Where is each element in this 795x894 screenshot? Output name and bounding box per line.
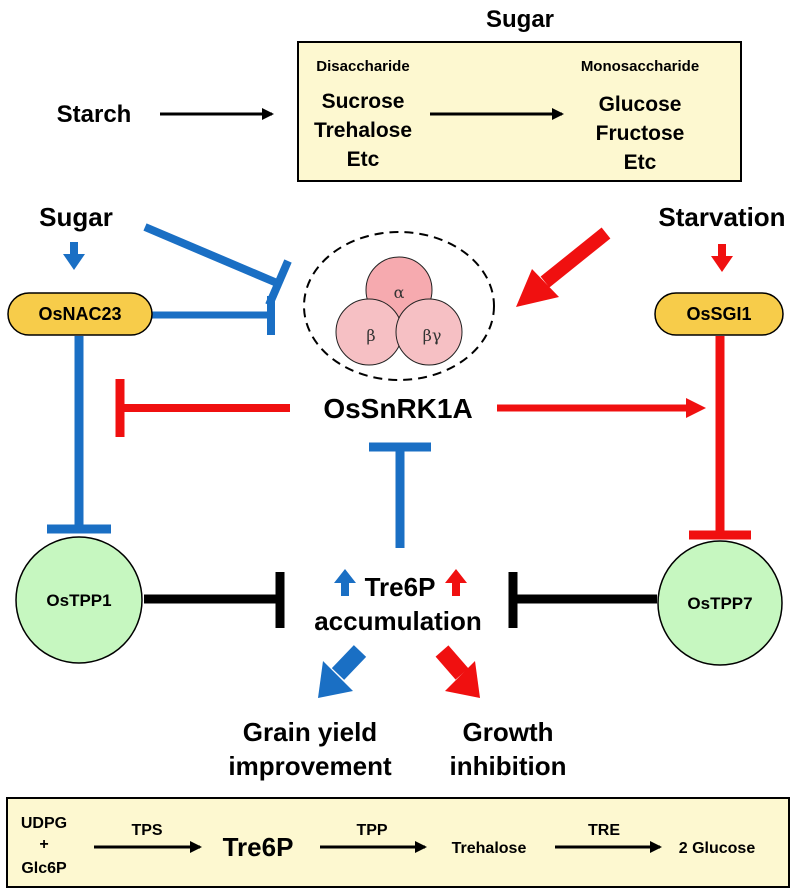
starvation-activates-snrk1-head [516, 269, 559, 307]
starvation-activates-snrk1-shaft [540, 227, 611, 288]
tps-enzyme-label: TPS [131, 822, 162, 839]
grain-yield-label: Grain yield [243, 717, 377, 747]
tre6p-up-blue-icon [334, 569, 356, 596]
beta-subunit-label: β [366, 326, 375, 345]
disaccharide-trehalose: Trehalose [314, 119, 412, 142]
snrk1-complex-boundary [303, 231, 495, 381]
disaccharide-sucrose: Sucrose [322, 90, 405, 113]
starvation-signal-label: Starvation [658, 202, 785, 232]
plus-label: + [39, 836, 48, 853]
ossgi1-label: OsSGI1 [686, 304, 751, 324]
ossnrk1a-label: OsSnRK1A [323, 393, 472, 424]
sugar-inhibits-snrk1-line [143, 223, 279, 287]
tre6p-to-grain-yield-head [318, 661, 353, 698]
disaccharide-header: Disaccharide [316, 58, 409, 75]
sugar-to-osnac23-arrow-shaft [70, 242, 78, 256]
alpha-subunit-label: α [394, 283, 405, 302]
ostpp7-label: OsTPP7 [687, 594, 752, 613]
ostpp7-node [657, 540, 783, 666]
snrk1-betagamma-subunit [395, 298, 463, 366]
monosaccharide-fructose: Fructose [596, 122, 685, 145]
betagamma-subunit-label: βγ [423, 326, 442, 345]
trehalose-pathway-box [6, 797, 790, 888]
tre6p-to-growth-inhibition-head [445, 661, 480, 698]
tre6p-up-red-icon [445, 569, 467, 596]
starvation-to-ossgi1-arrow-shaft [718, 244, 726, 258]
ossgi1-node [654, 292, 784, 336]
osnac23-label: OsNAC23 [38, 304, 121, 324]
monosaccharide-etc: Etc [624, 151, 657, 174]
improvement-label: improvement [228, 751, 392, 781]
ostpp1-label: OsTPP1 [46, 591, 111, 610]
tre-enzyme-label: TRE [588, 822, 620, 839]
inhibition-label: inhibition [450, 751, 567, 781]
disaccharide-etc: Etc [347, 148, 380, 171]
pathway-glucose-label: 2 Glucose [679, 840, 756, 857]
starvation-to-ossgi1-arrow-head [711, 256, 733, 272]
sugar-to-osnac23-arrow-head [63, 254, 85, 270]
tre6p-label: Tre6P [365, 572, 436, 602]
ossnrk1a-activates-right-head [686, 398, 706, 418]
udpg-label: UDPG [21, 815, 67, 832]
glc6p-label: Glc6P [21, 860, 67, 877]
osnac23-node [7, 292, 153, 336]
sugar-box [297, 41, 742, 182]
starch-label: Starch [57, 101, 132, 128]
monosaccharide-glucose: Glucose [599, 93, 682, 116]
sugar-title: Sugar [486, 6, 554, 33]
accumulation-label: accumulation [314, 606, 482, 636]
sugar-signal-label: Sugar [39, 202, 113, 232]
tre6p-to-growth-inhibition-shaft [435, 645, 469, 680]
growth-label: Growth [463, 717, 554, 747]
tre6p-to-grain-yield-shaft [331, 645, 367, 680]
pathway-trehalose-label: Trehalose [452, 840, 527, 857]
tpp-enzyme-label: TPP [356, 822, 387, 839]
pathway-tre6p-label: Tre6P [223, 832, 294, 862]
monosaccharide-header: Monosaccharide [581, 58, 699, 75]
ostpp1-node [15, 536, 143, 664]
